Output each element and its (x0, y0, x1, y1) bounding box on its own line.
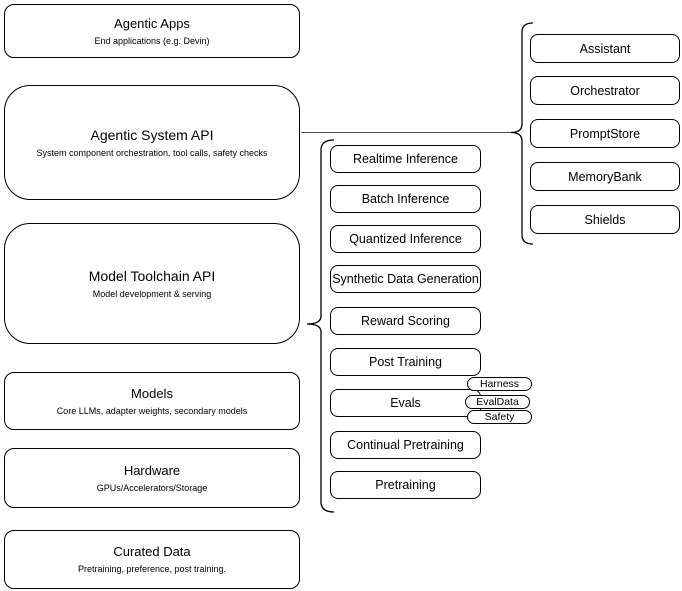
node-title: Models (131, 385, 173, 401)
node-subtitle: Model development & serving (92, 288, 212, 299)
badge-label: Safety (484, 411, 515, 423)
node-continual-pretraining: Continual Pretraining (330, 431, 481, 459)
badge-evaldata: EvalData (465, 395, 530, 409)
node-hardware: Hardware GPUs/Accelerators/Storage (4, 448, 300, 508)
node-reward-scoring: Reward Scoring (330, 307, 481, 335)
node-subtitle: Pretraining, preference, post training. (77, 564, 227, 574)
node-title: Model Toolchain API (88, 267, 216, 284)
badge-harness: Harness (467, 377, 532, 391)
node-title: Hardware (123, 462, 181, 478)
badge-safety: Safety (467, 410, 532, 424)
node-label: Assistant (579, 41, 631, 56)
node-synthetic-data-generation: Synthetic Data Generation (330, 265, 481, 293)
node-title: Agentic System API (90, 126, 214, 143)
node-memorybank: MemoryBank (530, 162, 680, 191)
node-label: MemoryBank (568, 169, 642, 184)
node-label: Realtime Inference (353, 152, 458, 166)
node-promptstore: PromptStore (530, 119, 680, 148)
node-title: Agentic Apps (114, 15, 190, 31)
node-label: Batch Inference (361, 192, 450, 206)
badge-label: EvalData (476, 396, 519, 408)
node-pretraining: Pretraining (330, 471, 481, 499)
node-subtitle: GPUs/Accelerators/Storage (96, 482, 208, 493)
node-quantized-inference: Quantized Inference (330, 225, 481, 253)
node-batch-inference: Batch Inference (330, 185, 481, 213)
node-shields: Shields (530, 205, 680, 234)
node-subtitle: End applications (e.g. Devin) (94, 35, 210, 46)
node-label: Quantized Inference (349, 232, 462, 246)
node-realtime-inference: Realtime Inference (330, 145, 481, 173)
node-curated-data: Curated Data Pretraining, preference, po… (4, 530, 300, 589)
node-label: Shields (584, 212, 626, 227)
node-model-toolchain-api: Model Toolchain API Model development & … (4, 223, 300, 344)
badge-label: Harness (479, 378, 520, 390)
node-models: Models Core LLMs, adapter weights, secon… (4, 372, 300, 430)
node-assistant: Assistant (530, 34, 680, 63)
node-orchestrator: Orchestrator (530, 76, 680, 105)
node-agentic-system-api: Agentic System API System component orch… (4, 85, 300, 200)
node-label: Evals (390, 396, 421, 410)
node-label: Reward Scoring (361, 314, 450, 328)
node-label: Synthetic Data Generation (332, 272, 479, 286)
node-agentic-apps: Agentic Apps End applications (e.g. Devi… (4, 4, 300, 58)
node-title: Curated Data (113, 544, 191, 559)
toolchain-brace (306, 139, 335, 513)
node-label: Orchestrator (570, 83, 640, 98)
node-subtitle: System component orchestration, tool cal… (36, 147, 268, 158)
node-evals: Evals (330, 389, 481, 417)
node-label: Continual Pretraining (347, 438, 464, 452)
node-subtitle: Core LLMs, adapter weights, secondary mo… (56, 405, 248, 416)
node-label: PromptStore (569, 126, 641, 141)
node-post-training: Post Training (330, 348, 481, 376)
node-label: Post Training (369, 355, 442, 369)
node-label: Pretraining (375, 478, 436, 492)
system-components-brace (510, 22, 534, 245)
